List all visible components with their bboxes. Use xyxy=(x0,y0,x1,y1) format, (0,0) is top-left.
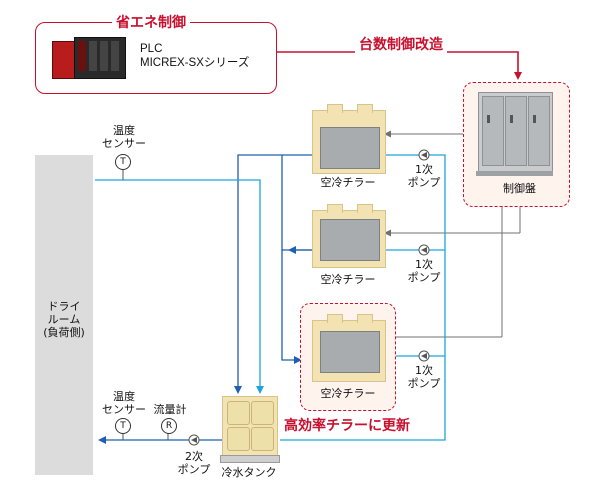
plc-image xyxy=(52,37,126,79)
chiller-1-label: 空冷チラー xyxy=(320,176,376,189)
dry-room xyxy=(35,155,93,475)
primary-pump-3-line2: ポンプ xyxy=(407,377,441,390)
dry-room-line2: ルーム xyxy=(47,313,81,326)
flow-meter-label: 流量計 xyxy=(153,403,187,416)
cold-water-tank xyxy=(222,396,278,456)
primary-pump-2-line1: 1次 xyxy=(415,258,433,271)
cold-water-tank-label: 冷水タンク xyxy=(221,466,277,479)
temp-sensor-top-line2: センサー xyxy=(102,137,146,150)
secondary-pump-line1: 2次 xyxy=(185,450,203,463)
chiller-3-label: 空冷チラー xyxy=(320,387,376,400)
pump-symbol-2 xyxy=(418,244,430,256)
temp-sensor-top-icon: T xyxy=(115,154,131,170)
pump-symbol-3 xyxy=(418,350,430,362)
chiller-2-label: 空冷チラー xyxy=(320,273,376,286)
primary-pump-1-line1: 1次 xyxy=(415,163,433,176)
secondary-pump-line2: ポンプ xyxy=(177,463,211,476)
primary-pump-3-line1: 1次 xyxy=(415,364,433,377)
control-panel-label: 制御盤 xyxy=(503,182,536,195)
air-cooled-chiller-1 xyxy=(312,104,386,174)
temp-sensor-top-symbol: T xyxy=(120,157,126,167)
pump-symbol-secondary xyxy=(188,434,200,446)
cold-water-tank-base xyxy=(220,455,280,463)
return-pipe-right xyxy=(280,154,446,441)
dry-room-line1: ドライ xyxy=(47,300,81,313)
dry-room-line3: (負荷側) xyxy=(43,326,85,339)
primary-pump-1-label: 1次 ポンプ xyxy=(404,163,444,189)
temp-sensor-bottom-line2: センサー xyxy=(102,403,146,416)
unit-control-label: 台数制御改造 xyxy=(355,34,447,54)
plc-to-panel-line xyxy=(276,51,522,80)
pump-symbol-1 xyxy=(418,149,430,161)
temp-sensor-top-line1: 温度 xyxy=(113,124,135,137)
temp-sensor-top-label: 温度 センサー xyxy=(98,124,150,150)
temp-sensor-bottom-label: 温度 センサー xyxy=(98,390,150,416)
plc-line1: PLC xyxy=(140,43,163,55)
energy-saving-control-title: 省エネ制御 xyxy=(112,12,190,32)
secondary-pump-label: 2次 ポンプ xyxy=(176,450,212,476)
supply-pipe-1 xyxy=(234,154,312,394)
high-efficiency-label: 高効率チラーに更新 xyxy=(284,418,410,434)
primary-pump-2-label: 1次 ポンプ xyxy=(404,258,444,284)
primary-pump-2-line2: ポンプ xyxy=(407,271,441,284)
flow-meter-symbol: R xyxy=(165,421,173,431)
temp-sensor-bottom-symbol: T xyxy=(120,421,126,431)
plc-line2: MICREX-SXシリーズ xyxy=(140,57,250,69)
primary-pump-1-line2: ポンプ xyxy=(407,176,441,189)
primary-pump-3-label: 1次 ポンプ xyxy=(404,364,444,390)
flow-meter-icon: R xyxy=(161,418,177,434)
air-cooled-chiller-2 xyxy=(312,204,386,268)
dry-room-label: ドライ ルーム (負荷側) xyxy=(35,300,93,339)
temp-sensor-bottom-line1: 温度 xyxy=(113,390,135,403)
temp-sensor-bottom-icon: T xyxy=(115,418,131,434)
air-cooled-chiller-3 xyxy=(312,314,386,382)
control-panel-cabinet xyxy=(476,92,553,176)
return-pipe-top xyxy=(95,179,264,394)
plc-label: PLC MICREX-SXシリーズ xyxy=(140,42,249,70)
